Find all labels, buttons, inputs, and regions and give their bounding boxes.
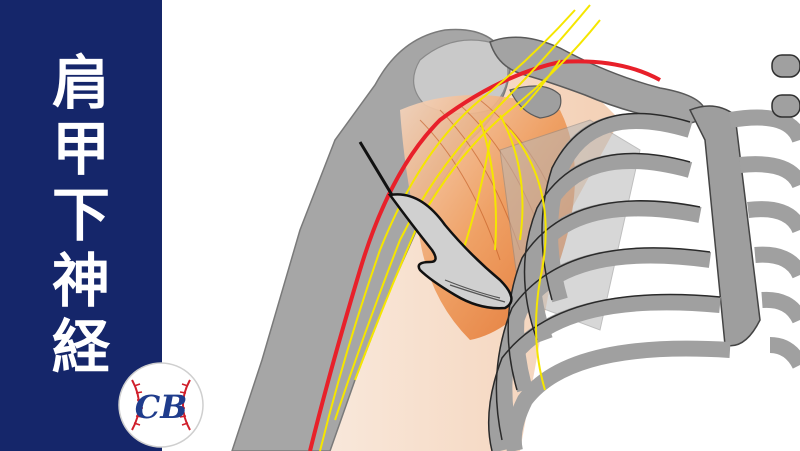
baseball-logo-icon: CB — [118, 362, 204, 448]
title-char: 下 — [51, 181, 110, 249]
right-ribs — [771, 54, 800, 118]
title-char: 甲 — [51, 115, 110, 183]
rib-outlines — [487, 112, 721, 451]
logo-text: CB — [135, 388, 188, 426]
title-char: 肩 — [51, 49, 110, 117]
title-char: 神 — [51, 247, 110, 315]
page-title: 肩 甲 下 神 経 — [0, 52, 162, 378]
axillary-artery — [308, 59, 661, 451]
retractor-instrument — [358, 141, 513, 310]
title-char: 経 — [51, 313, 110, 381]
